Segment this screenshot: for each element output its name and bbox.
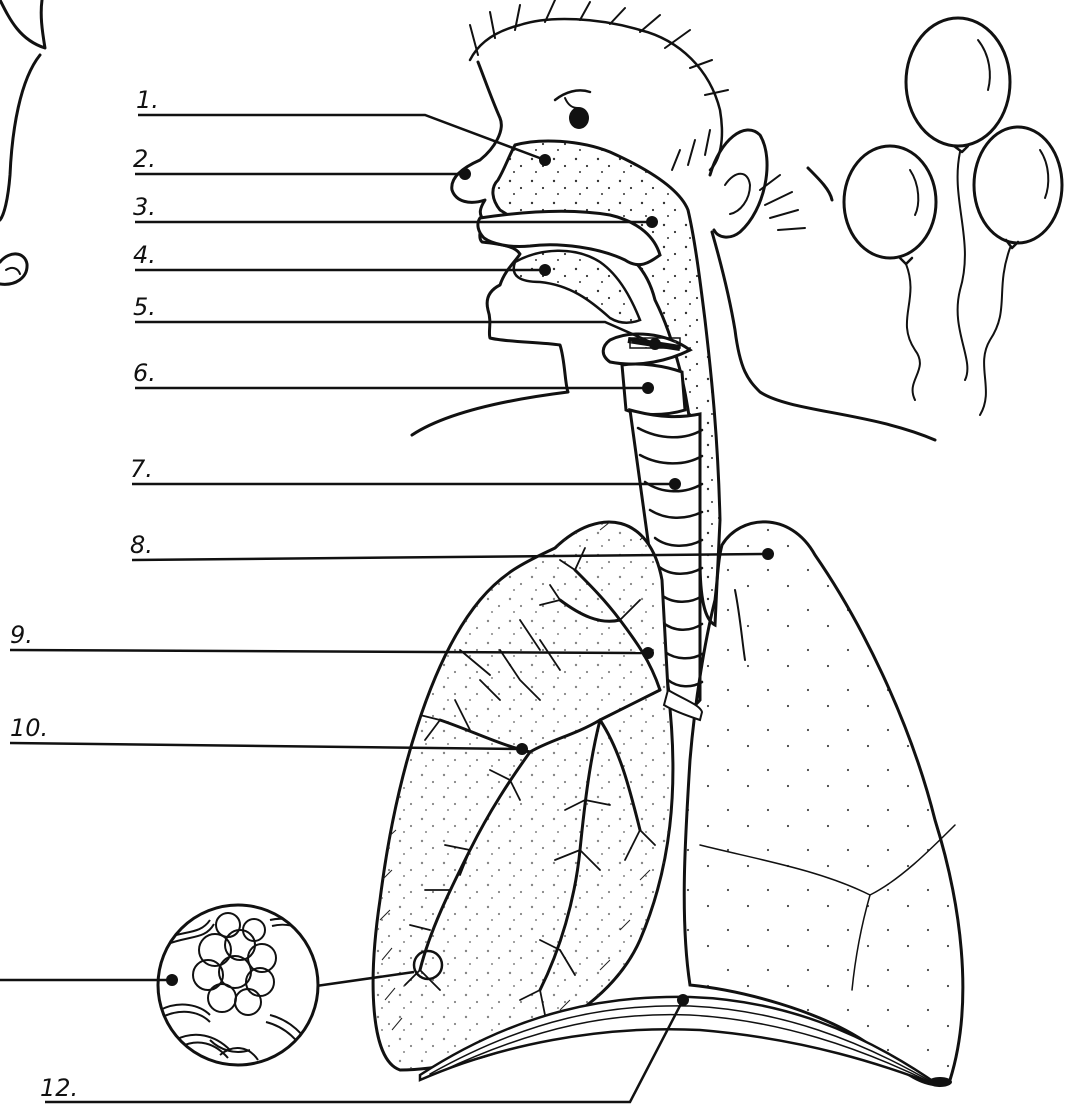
- label-numbers: 1. 2. 3. 4. 5. 6. 7. 8. 9. 10. 12.: [10, 86, 159, 1102]
- label-9: 9.: [10, 621, 33, 649]
- label-1: 1.: [136, 86, 159, 114]
- label-7: 7.: [130, 455, 153, 483]
- label-5: 5.: [133, 293, 156, 321]
- balloons-icon: [844, 18, 1062, 415]
- label-8: 8.: [130, 531, 153, 559]
- label-10: 10.: [10, 714, 48, 742]
- leader-line-1: [138, 115, 545, 160]
- leader-line-5: [135, 322, 655, 344]
- label-12: 12.: [40, 1074, 78, 1102]
- label-6: 6.: [133, 359, 156, 387]
- label-4: 4.: [133, 241, 156, 269]
- label-2: 2.: [133, 145, 156, 173]
- edge-figure-fragment: [0, 0, 45, 284]
- bronchial-tree-lung-icon: [360, 500, 702, 1080]
- label-3: 3.: [133, 193, 156, 221]
